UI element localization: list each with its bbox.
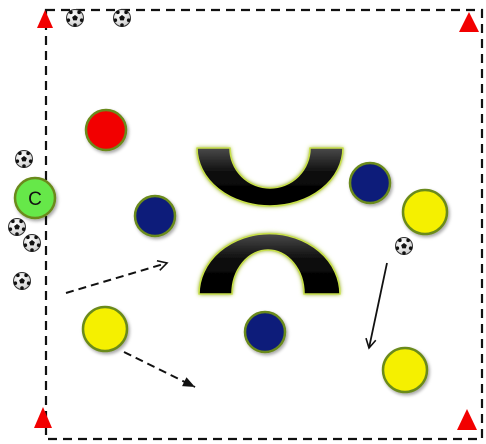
- player-red: [84, 108, 128, 152]
- player-yellow: [381, 346, 429, 394]
- coach-label: C: [28, 189, 42, 210]
- player-blue: [348, 161, 392, 205]
- player-blue: [133, 194, 177, 238]
- arc-goal-icon: [198, 232, 341, 295]
- soccer-ball-icon: [23, 234, 41, 252]
- player-blue: [243, 310, 287, 354]
- coach-marker: C: [13, 176, 57, 220]
- arrow-icon: [123, 351, 196, 388]
- arrow-icon: [65, 259, 169, 294]
- player-yellow: [401, 188, 449, 236]
- soccer-ball-icon: [66, 9, 84, 27]
- field-boundary: [44, 8, 484, 441]
- soccer-ball-icon: [15, 150, 33, 168]
- arrow-icon: [365, 262, 388, 350]
- soccer-balls: [8, 9, 413, 290]
- soccer-ball-icon: [13, 272, 31, 290]
- cone-icon: [457, 409, 477, 430]
- arc-goal-icon: [196, 147, 344, 207]
- cone-icon: [34, 407, 52, 428]
- soccer-ball-icon: [113, 9, 131, 27]
- player-yellow: [81, 305, 129, 353]
- soccer-ball-icon: [395, 237, 413, 255]
- cone-icon: [459, 12, 479, 32]
- cone-icon: [37, 10, 53, 28]
- soccer-ball-icon: [8, 218, 26, 236]
